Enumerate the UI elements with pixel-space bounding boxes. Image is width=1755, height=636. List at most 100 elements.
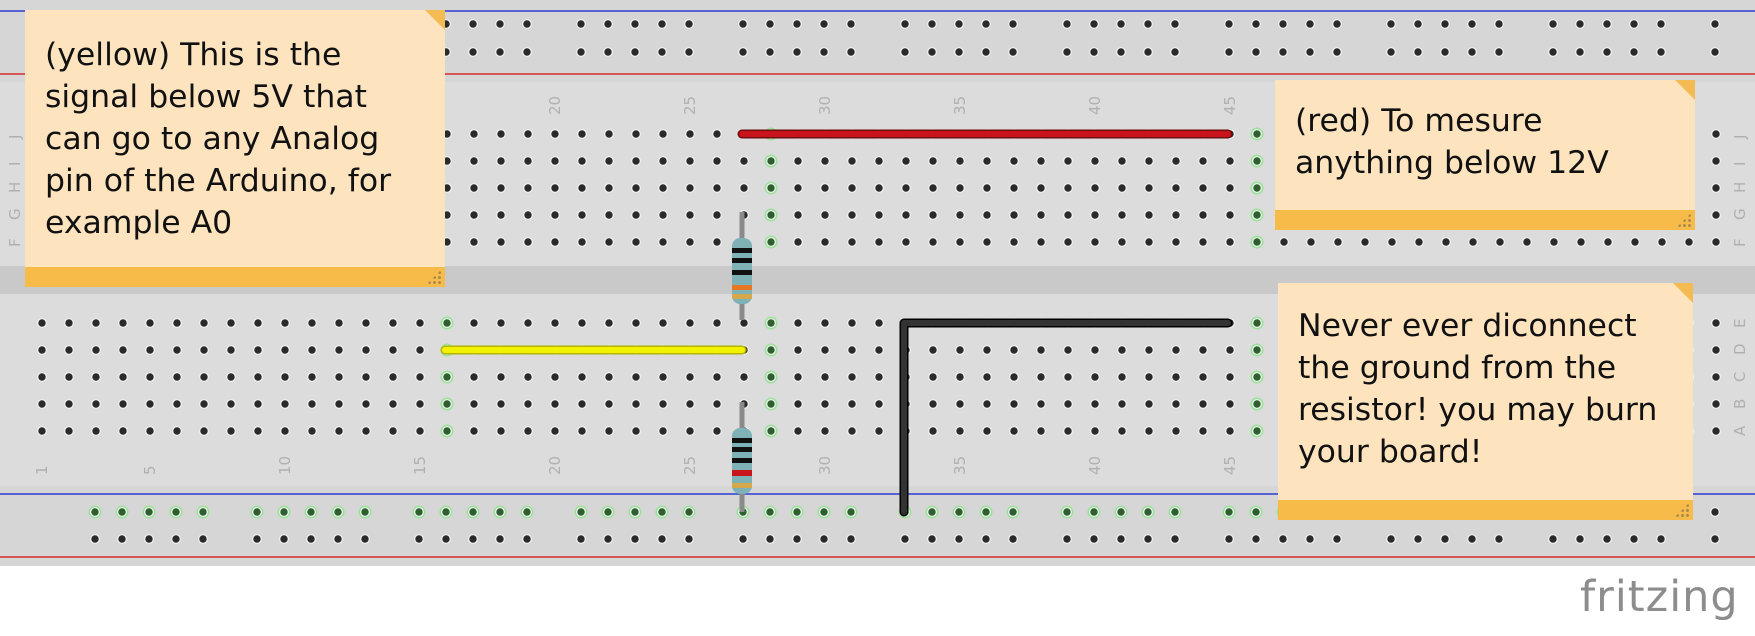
breadboard-hole[interactable] [361, 399, 371, 409]
breadboard-hole[interactable] [793, 399, 803, 409]
breadboard-hole[interactable] [442, 399, 452, 409]
breadboard-hole[interactable] [550, 129, 560, 139]
breadboard-hole[interactable] [333, 534, 343, 544]
breadboard-hole[interactable] [1036, 237, 1046, 247]
breadboard-hole[interactable] [982, 210, 992, 220]
breadboard-hole[interactable] [982, 399, 992, 409]
breadboard-hole[interactable] [496, 210, 506, 220]
breadboard-hole[interactable] [630, 47, 640, 57]
breadboard-hole[interactable] [955, 183, 965, 193]
breadboard-hole[interactable] [469, 372, 479, 382]
breadboard-hole[interactable] [1171, 372, 1181, 382]
breadboard-hole[interactable] [64, 318, 74, 328]
breadboard-hole[interactable] [1711, 210, 1721, 220]
breadboard-hole[interactable] [1252, 183, 1262, 193]
breadboard-hole[interactable] [90, 507, 100, 517]
breadboard-hole[interactable] [1090, 183, 1100, 193]
breadboard-hole[interactable] [1278, 534, 1288, 544]
breadboard-hole[interactable] [604, 399, 614, 409]
breadboard-hole[interactable] [360, 507, 370, 517]
breadboard-hole[interactable] [1575, 47, 1585, 57]
breadboard-hole[interactable] [280, 399, 290, 409]
breadboard-hole[interactable] [172, 372, 182, 382]
breadboard-hole[interactable] [576, 507, 586, 517]
breadboard-hole[interactable] [847, 426, 857, 436]
breadboard-hole[interactable] [577, 156, 587, 166]
breadboard-hole[interactable] [685, 156, 695, 166]
breadboard-hole[interactable] [820, 183, 830, 193]
breadboard-hole[interactable] [1009, 399, 1019, 409]
breadboard-hole[interactable] [388, 345, 398, 355]
breadboard-hole[interactable] [550, 426, 560, 436]
breadboard-hole[interactable] [928, 237, 938, 247]
breadboard-hole[interactable] [981, 534, 991, 544]
breadboard-hole[interactable] [226, 372, 236, 382]
breadboard-hole[interactable] [117, 507, 127, 517]
breadboard-hole[interactable] [819, 19, 829, 29]
breadboard-hole[interactable] [145, 399, 155, 409]
breadboard-hole[interactable] [523, 399, 533, 409]
breadboard-hole[interactable] [441, 534, 451, 544]
breadboard-hole[interactable] [1711, 183, 1721, 193]
breadboard-hole[interactable] [1062, 19, 1072, 29]
breadboard-hole[interactable] [1063, 372, 1073, 382]
breadboard-hole[interactable] [118, 345, 128, 355]
breadboard-hole[interactable] [765, 19, 775, 29]
breadboard-hole[interactable] [954, 507, 964, 517]
breadboard-hole[interactable] [766, 237, 776, 247]
breadboard-hole[interactable] [631, 156, 641, 166]
breadboard-hole[interactable] [1441, 237, 1451, 247]
breadboard-hole[interactable] [712, 156, 722, 166]
breadboard-hole[interactable] [766, 426, 776, 436]
breadboard-hole[interactable] [1062, 507, 1072, 517]
breadboard-hole[interactable] [469, 210, 479, 220]
breadboard-hole[interactable] [631, 426, 641, 436]
breadboard-hole[interactable] [1710, 19, 1720, 29]
breadboard-hole[interactable] [1090, 237, 1100, 247]
breadboard-hole[interactable] [766, 183, 776, 193]
breadboard-hole[interactable] [820, 210, 830, 220]
breadboard-hole[interactable] [1171, 156, 1181, 166]
breadboard-hole[interactable] [1224, 47, 1234, 57]
note-yellow-signal[interactable]: (yellow) This is the signal below 5V tha… [25, 10, 445, 287]
breadboard-hole[interactable] [496, 156, 506, 166]
breadboard-hole[interactable] [1225, 210, 1235, 220]
breadboard-hole[interactable] [928, 345, 938, 355]
breadboard-hole[interactable] [496, 183, 506, 193]
breadboard-hole[interactable] [765, 534, 775, 544]
breadboard-hole[interactable] [550, 183, 560, 193]
breadboard-hole[interactable] [1413, 19, 1423, 29]
breadboard-hole[interactable] [1657, 237, 1667, 247]
breadboard-hole[interactable] [523, 318, 533, 328]
breadboard-hole[interactable] [91, 399, 101, 409]
breadboard-hole[interactable] [900, 534, 910, 544]
breadboard-hole[interactable] [1495, 237, 1505, 247]
breadboard-hole[interactable] [657, 534, 667, 544]
breadboard-hole[interactable] [658, 237, 668, 247]
breadboard-hole[interactable] [226, 399, 236, 409]
breadboard-hole[interactable] [982, 345, 992, 355]
breadboard-hole[interactable] [1062, 534, 1072, 544]
breadboard-hole[interactable] [657, 19, 667, 29]
breadboard-hole[interactable] [630, 534, 640, 544]
breadboard-hole[interactable] [1684, 237, 1694, 247]
breadboard-hole[interactable] [118, 399, 128, 409]
breadboard-hole[interactable] [847, 237, 857, 247]
breadboard-hole[interactable] [280, 372, 290, 382]
breadboard-hole[interactable] [252, 507, 262, 517]
breadboard-hole[interactable] [928, 210, 938, 220]
breadboard-hole[interactable] [361, 318, 371, 328]
breadboard-hole[interactable] [793, 426, 803, 436]
breadboard-hole[interactable] [1009, 372, 1019, 382]
breadboard-hole[interactable] [847, 156, 857, 166]
breadboard-hole[interactable] [1198, 156, 1208, 166]
breadboard-hole[interactable] [496, 372, 506, 382]
breadboard-hole[interactable] [1089, 507, 1099, 517]
breadboard-hole[interactable] [1117, 399, 1127, 409]
breadboard-hole[interactable] [577, 372, 587, 382]
breadboard-hole[interactable] [495, 19, 505, 29]
breadboard-hole[interactable] [1468, 237, 1478, 247]
breadboard-hole[interactable] [550, 399, 560, 409]
breadboard-hole[interactable] [577, 318, 587, 328]
breadboard-hole[interactable] [469, 156, 479, 166]
